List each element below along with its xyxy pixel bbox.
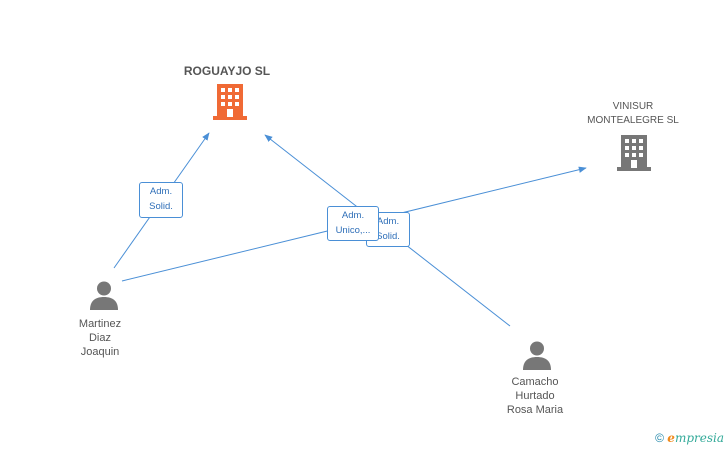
copyright-symbol: © — [655, 431, 664, 445]
person-label-martinez-line1: Martinez — [78, 318, 122, 330]
person-label-camacho-line3: Rosa Maria — [506, 404, 564, 416]
brand-rest: mpresia — [674, 431, 724, 445]
person-icon[interactable] — [522, 340, 552, 370]
company-label-vinisur-line1: VINISUR — [612, 101, 654, 112]
building-icon[interactable] — [617, 135, 651, 171]
edge-label-martinez-roguayjo[interactable]: Adm. Solid. — [139, 182, 183, 218]
person-icon[interactable] — [89, 280, 119, 310]
edge-label-line2: Unico,... — [335, 225, 371, 236]
edge-label-line1: Adm. — [376, 216, 400, 227]
person-label-camacho-line1: Camacho — [511, 376, 559, 388]
edge-label-line2: Solid. — [376, 231, 400, 242]
company-label-roguayjo[interactable]: ROGUAYJO SL — [183, 64, 271, 78]
person-label-camacho-line2: Hurtado — [515, 390, 555, 402]
company-label-vinisur-line2: MONTEALEGRE SL — [587, 115, 679, 126]
edge-label-line2: Solid. — [149, 201, 173, 212]
edge-label-line1: Adm. — [341, 210, 365, 221]
empresia-logo: © empresia — [655, 431, 724, 445]
person-label-martinez[interactable]: Martinez Diaz Joaquin — [60, 317, 140, 359]
brand-initial: e — [667, 431, 675, 445]
edge-label-line1: Adm. — [149, 186, 173, 197]
person-label-martinez-line3: Joaquin — [80, 346, 120, 358]
person-label-camacho[interactable]: Camacho Hurtado Rosa Maria — [490, 375, 580, 417]
edge-label-martinez-vinisur[interactable]: Adm. Unico,... — [327, 206, 379, 241]
brand-name: empresia — [667, 431, 724, 445]
company-label-vinisur[interactable]: VINISUR MONTEALEGRE SL — [573, 100, 693, 128]
person-label-martinez-line2: Diaz — [88, 332, 111, 344]
building-icon[interactable] — [213, 84, 247, 120]
